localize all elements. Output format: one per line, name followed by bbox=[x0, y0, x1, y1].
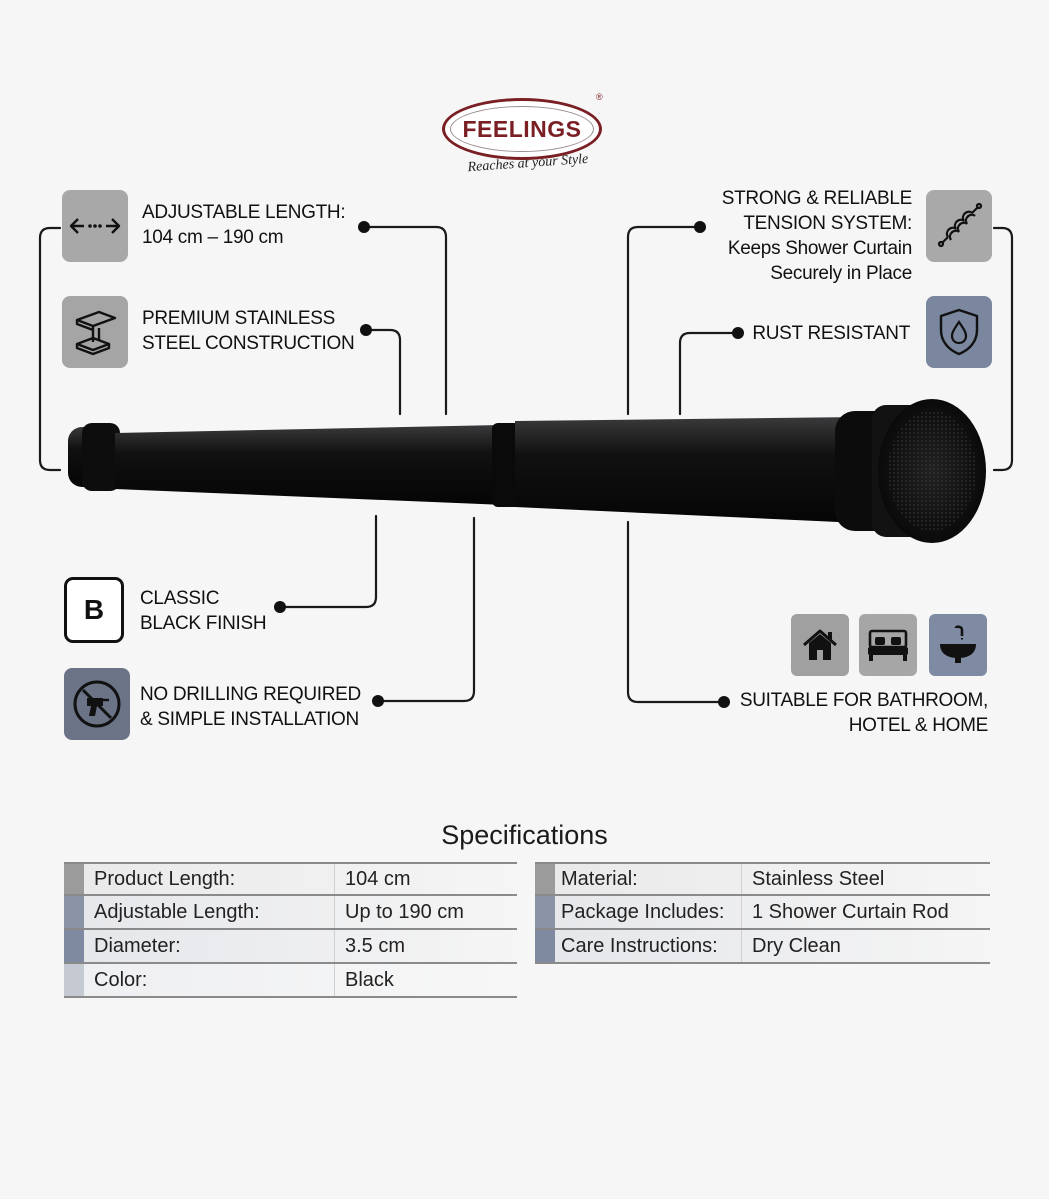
steel-beam-icon bbox=[62, 296, 128, 368]
tension-system-text: STRONG & RELIABLE TENSION SYSTEM: Keeps … bbox=[721, 186, 913, 286]
spec-row: Product Length: 104 cm bbox=[64, 862, 517, 896]
spec-row-band bbox=[535, 930, 555, 962]
spec-value: Stainless Steel bbox=[741, 864, 990, 894]
spec-value: Black bbox=[334, 964, 517, 996]
spec-row-band bbox=[64, 930, 84, 962]
specifications-heading: Specifications bbox=[441, 820, 608, 850]
spec-row: Diameter: 3.5 cm bbox=[64, 930, 517, 964]
spec-row: Package Includes: 1 Shower Curtain Rod bbox=[535, 896, 990, 930]
adjustable-length-text: ADJUSTABLE LENGTH: 104 cm – 190 cm bbox=[142, 200, 346, 250]
suitable-line2: HOTEL & HOME bbox=[848, 715, 989, 736]
suitable-for-text: SUITABLE FOR BATHROOM, HOTEL & HOME bbox=[740, 688, 988, 738]
spec-row-band bbox=[535, 864, 555, 894]
shower-rod-image bbox=[68, 399, 986, 543]
classic-black-text: CLASSIC BLACK FINISH bbox=[140, 586, 267, 636]
no-drill-icon bbox=[64, 668, 130, 740]
no-drilling-text: NO DRILLING REQUIRED & SIMPLE INSTALLATI… bbox=[140, 682, 361, 732]
spec-row-band bbox=[535, 896, 555, 928]
premium-steel-line2: STEEL CONSTRUCTION bbox=[142, 333, 355, 354]
no-drilling-line2: & SIMPLE INSTALLATION bbox=[140, 709, 359, 730]
spec-row: Adjustable Length: Up to 190 cm bbox=[64, 896, 517, 930]
spec-value: 1 Shower Curtain Rod bbox=[741, 896, 990, 928]
bed-icon bbox=[859, 614, 917, 676]
spec-row-band bbox=[64, 896, 84, 928]
letter-b-badge: B bbox=[64, 577, 124, 643]
connector-lines bbox=[38, 221, 1014, 708]
spec-row-band bbox=[64, 864, 84, 894]
spec-row: Color: Black bbox=[64, 964, 517, 998]
spec-row: Material: Stainless Steel bbox=[535, 862, 990, 896]
rust-resistant-text: RUST RESISTANT bbox=[752, 321, 910, 346]
spec-value: Up to 190 cm bbox=[334, 896, 517, 928]
rust-title: RUST RESISTANT bbox=[752, 323, 910, 344]
shield-drop-icon bbox=[926, 296, 992, 368]
tension-line3: Keeps Shower Curtain bbox=[727, 238, 912, 259]
spec-value: 104 cm bbox=[334, 864, 517, 894]
suitable-line1: SUITABLE FOR BATHROOM, bbox=[739, 690, 988, 711]
premium-steel-text: PREMIUM STAINLESS STEEL CONSTRUCTION bbox=[142, 306, 355, 356]
spring-icon bbox=[926, 190, 992, 262]
spec-row: Care Instructions: Dry Clean bbox=[535, 930, 990, 964]
spec-row-band bbox=[64, 964, 84, 996]
adjustable-length-title: ADJUSTABLE LENGTH: bbox=[142, 202, 346, 223]
registered-mark: ® bbox=[596, 92, 603, 102]
premium-steel-line1: PREMIUM STAINLESS bbox=[142, 308, 336, 329]
spec-label: Diameter: bbox=[94, 934, 181, 957]
spec-label: Care Instructions: bbox=[561, 934, 718, 957]
tension-line2: TENSION SYSTEM: bbox=[743, 213, 912, 234]
logo-oval: FEELINGS bbox=[442, 98, 602, 160]
brand-logo: FEELINGS ® Reaches at your Style bbox=[442, 92, 608, 192]
no-drilling-line1: NO DRILLING REQUIRED bbox=[140, 684, 361, 705]
classic-line2: BLACK FINISH bbox=[140, 613, 267, 634]
spec-label: Material: bbox=[561, 867, 638, 890]
spec-label: Adjustable Length: bbox=[94, 900, 260, 923]
spec-table-left: Product Length: 104 cm Adjustable Length… bbox=[64, 862, 517, 998]
double-arrow-icon bbox=[62, 190, 128, 262]
spec-value: Dry Clean bbox=[741, 930, 990, 962]
spec-label: Product Length: bbox=[94, 867, 236, 890]
house-icon bbox=[791, 614, 849, 676]
tension-line1: STRONG & RELIABLE bbox=[721, 188, 913, 209]
tension-line4: Securely in Place bbox=[770, 263, 912, 284]
classic-line1: CLASSIC bbox=[140, 588, 220, 609]
brand-name: FEELINGS bbox=[462, 115, 582, 142]
adjustable-length-range: 104 cm – 190 cm bbox=[142, 227, 284, 248]
spec-label: Package Includes: bbox=[561, 900, 725, 923]
spec-label: Color: bbox=[94, 968, 148, 991]
spec-table-right: Material: Stainless Steel Package Includ… bbox=[535, 862, 990, 964]
spec-value: 3.5 cm bbox=[334, 930, 517, 962]
sink-icon bbox=[929, 614, 987, 676]
